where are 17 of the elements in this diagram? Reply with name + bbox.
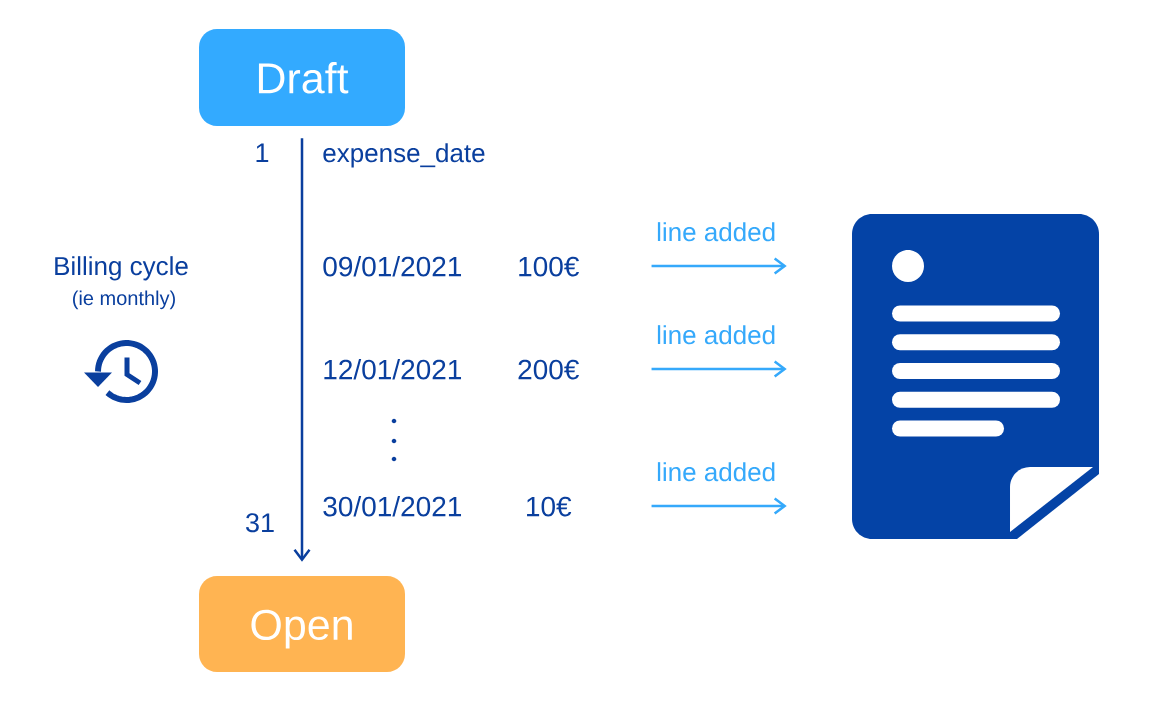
- side-heading: Billing cycle: [55, 256, 188, 281]
- arrow: [651, 497, 787, 515]
- day-number: 31: [246, 513, 274, 533]
- arrow: [651, 360, 787, 378]
- edge-label: line added: [657, 222, 775, 242]
- state-box: Open: [199, 576, 405, 672]
- side-note: (ie monthly): [73, 290, 175, 310]
- arrow: [293, 138, 311, 562]
- state-box: Draft: [199, 29, 405, 126]
- entry-row: 12/01/2021 200€: [324, 358, 579, 380]
- entry-row: 30/01/2021 10€: [323, 495, 572, 517]
- document-icon: [852, 214, 1099, 539]
- column-heading: expense_date: [323, 143, 485, 168]
- edge-label: line added: [657, 325, 775, 345]
- edge-label: line added: [657, 462, 775, 482]
- entry-row: 09/01/2021 100€: [323, 255, 579, 277]
- arrow: [651, 257, 787, 275]
